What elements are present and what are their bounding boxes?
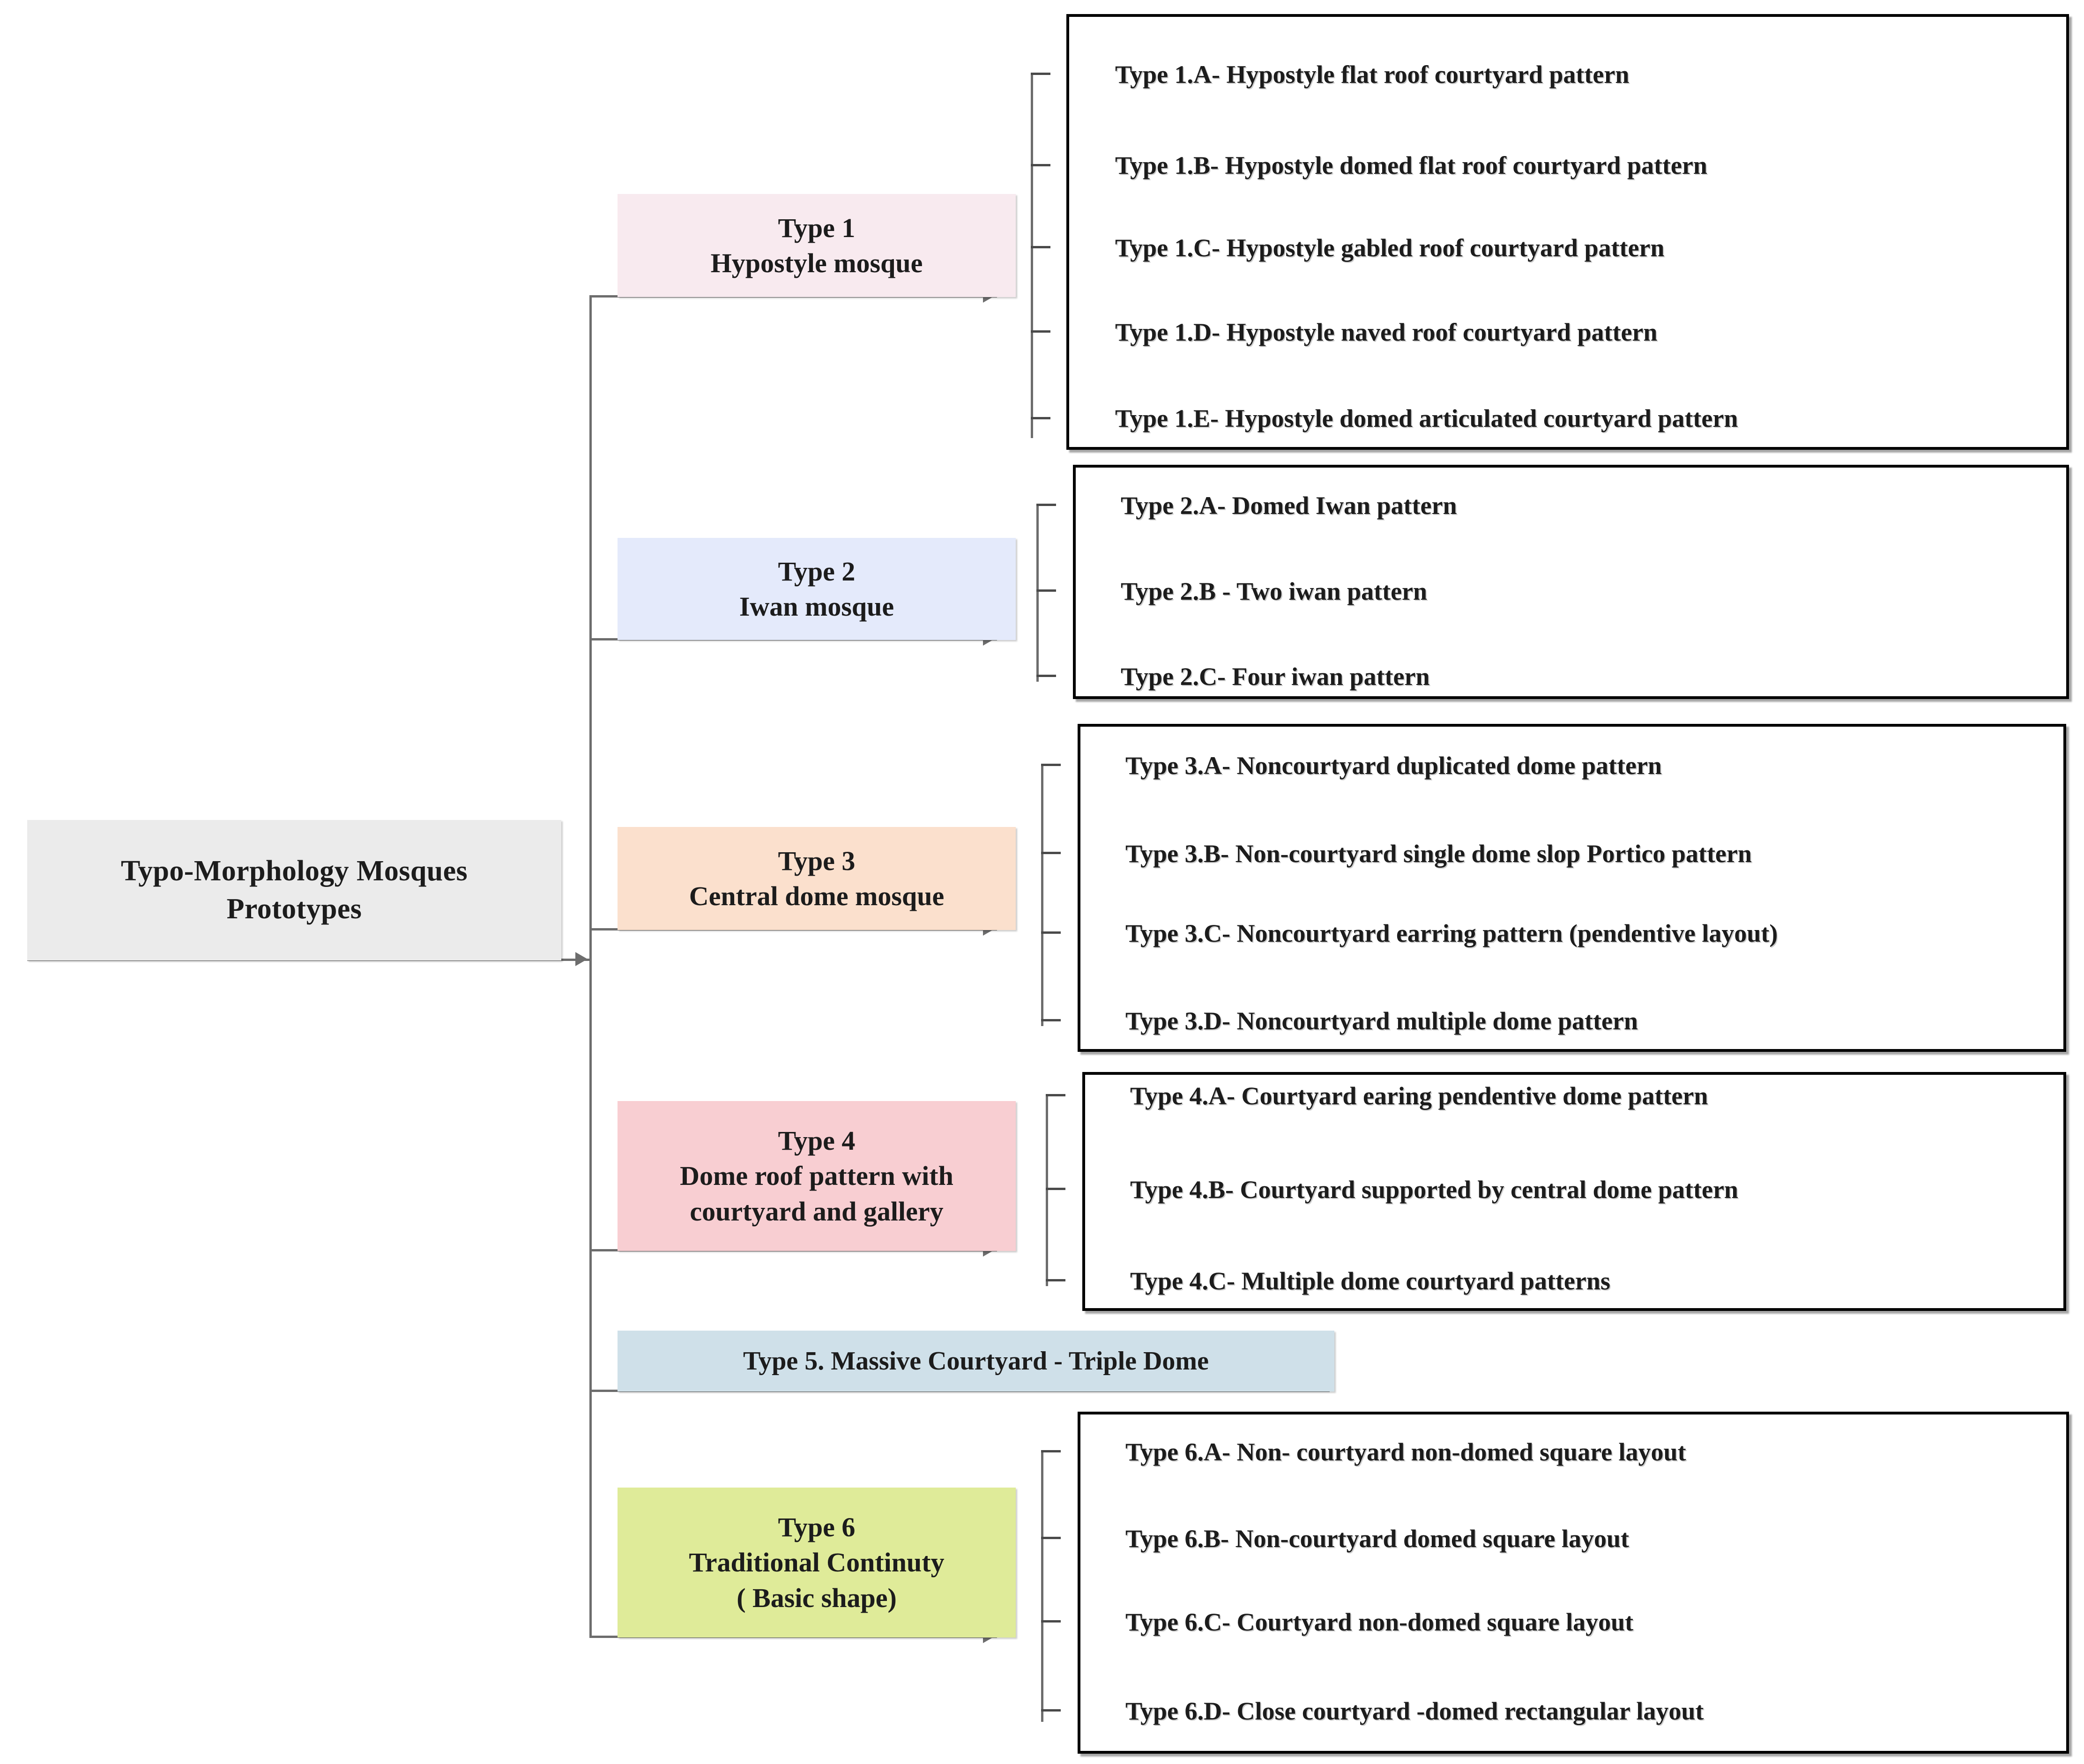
connector-spine-type3 — [1041, 764, 1043, 1026]
node-type-6-line1: Type 6 — [778, 1511, 856, 1542]
node-type-6[interactable]: Type 6 Traditional Continuty ( Basic sha… — [618, 1488, 1016, 1637]
connector-tick-2a — [1036, 504, 1056, 506]
sub-item-6b[interactable]: Type 6.B- Non-courtyard domed square lay… — [1125, 1525, 1630, 1553]
sub-items-panel-type2 — [1073, 465, 2069, 699]
sub-item-1c[interactable]: Type 1.C- Hypostyle gabled roof courtyar… — [1115, 234, 1665, 262]
root-node[interactable]: Typo-Morphology Mosques Prototypes — [27, 820, 561, 960]
sub-item-3a[interactable]: Type 3.A- Noncourtyard duplicated dome p… — [1125, 752, 1662, 780]
connector-spine-type6 — [1041, 1450, 1043, 1722]
node-type-2-line1: Type 2 — [778, 556, 856, 587]
connector-tick-1e — [1031, 417, 1050, 419]
sub-item-3b[interactable]: Type 3.B- Non-courtyard single dome slop… — [1125, 840, 1752, 868]
sub-item-1b[interactable]: Type 1.B- Hypostyle domed flat roof cour… — [1115, 151, 1707, 179]
sub-item-4c[interactable]: Type 4.C- Multiple dome courtyard patter… — [1130, 1267, 1610, 1295]
sub-item-4b[interactable]: Type 4.B- Courtyard supported by central… — [1130, 1176, 1738, 1204]
sub-item-1e[interactable]: Type 1.E- Hypostyle domed articulated co… — [1115, 404, 1738, 432]
connector-spine-type4 — [1046, 1094, 1048, 1286]
sub-items-panel-type1 — [1066, 14, 2069, 450]
sub-item-6d[interactable]: Type 6.D- Close courtyard -domed rectang… — [1125, 1697, 1704, 1725]
node-type-4[interactable]: Type 4 Dome roof pattern with courtyard … — [618, 1101, 1016, 1251]
node-type-2-line2: Iwan mosque — [739, 591, 894, 622]
sub-item-4a[interactable]: Type 4.A- Courtyard earing pendentive do… — [1130, 1082, 1708, 1110]
node-type-3-line1: Type 3 — [778, 845, 856, 876]
node-type-1-line2: Hypostyle mosque — [710, 248, 923, 278]
node-type-4-line1: Type 4 — [778, 1125, 856, 1156]
connector-tick-4b — [1046, 1188, 1065, 1190]
node-type-3[interactable]: Type 3 Central dome mosque — [618, 827, 1016, 930]
connector-trunk-vertical — [589, 295, 592, 1637]
connector-tick-3b — [1041, 852, 1061, 854]
connector-tick-1a — [1031, 73, 1050, 75]
sub-item-3d[interactable]: Type 3.D- Noncourtyard multiple dome pat… — [1125, 1007, 1638, 1035]
sub-items-panel-type3 — [1078, 724, 2066, 1052]
sub-item-1a[interactable]: Type 1.A- Hypostyle flat roof courtyard … — [1115, 60, 1630, 89]
connector-root-arrowhead — [575, 952, 588, 966]
node-type-1[interactable]: Type 1 Hypostyle mosque — [618, 194, 1016, 297]
connector-tick-4c — [1046, 1279, 1065, 1281]
connector-spine-type1 — [1031, 73, 1033, 438]
node-type-5-line1: Type 5. Massive Courtyard - Triple Dome — [743, 1346, 1209, 1376]
root-label-line1: Typo-Morphology Mosques — [120, 855, 468, 887]
node-type-2[interactable]: Type 2 Iwan mosque — [618, 538, 1016, 640]
connector-tick-4a — [1046, 1094, 1065, 1096]
node-type-4-line2: Dome roof pattern with — [680, 1161, 953, 1191]
sub-item-2c[interactable]: Type 2.C- Four iwan pattern — [1121, 662, 1430, 691]
node-type-1-line1: Type 1 — [778, 212, 856, 243]
connector-tick-3c — [1041, 931, 1061, 934]
node-type-6-line3: ( Basic shape) — [737, 1582, 897, 1613]
sub-items-panel-type6 — [1078, 1412, 2069, 1754]
sub-item-2b[interactable]: Type 2.B - Two iwan pattern — [1121, 577, 1428, 605]
connector-tick-6d — [1041, 1709, 1061, 1712]
connector-tick-6b — [1041, 1537, 1061, 1539]
connector-tick-6c — [1041, 1620, 1061, 1623]
connector-tick-3d — [1041, 1019, 1061, 1021]
connector-spine-type2 — [1036, 504, 1039, 682]
sub-item-1d[interactable]: Type 1.D- Hypostyle naved roof courtyard… — [1115, 318, 1658, 346]
connector-tick-6a — [1041, 1450, 1061, 1452]
connector-tick-2c — [1036, 675, 1056, 677]
connector-tick-2b — [1036, 589, 1056, 592]
sub-item-6c[interactable]: Type 6.C- Courtyard non-domed square lay… — [1125, 1608, 1634, 1636]
root-label-line2: Prototypes — [226, 893, 362, 925]
node-type-5[interactable]: Type 5. Massive Courtyard - Triple Dome — [618, 1331, 1334, 1392]
node-type-6-line2: Traditional Continuty — [689, 1547, 945, 1578]
connector-tick-3a — [1041, 764, 1061, 766]
node-type-3-line2: Central dome mosque — [689, 881, 945, 911]
connector-tick-1c — [1031, 246, 1050, 248]
node-type-4-line3: courtyard and gallery — [690, 1196, 944, 1227]
sub-item-6a[interactable]: Type 6.A- Non- courtyard non-domed squar… — [1125, 1438, 1686, 1466]
sub-item-3c[interactable]: Type 3.C- Noncourtyard earring pattern (… — [1125, 919, 1778, 947]
sub-items-panel-type4 — [1082, 1072, 2066, 1311]
connector-tick-1b — [1031, 164, 1050, 166]
connector-tick-1d — [1031, 330, 1050, 333]
sub-item-2a[interactable]: Type 2.A- Domed Iwan pattern — [1121, 491, 1457, 520]
